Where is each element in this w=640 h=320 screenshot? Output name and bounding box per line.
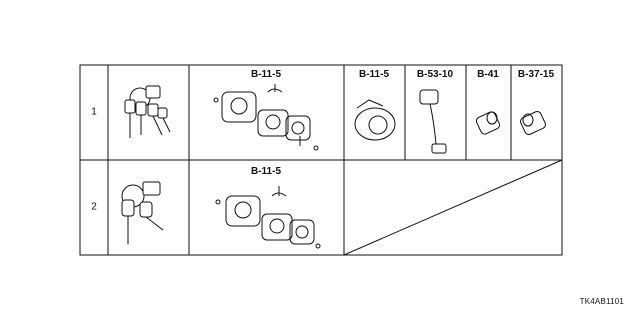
- cylinder-set-illustration-row1: [213, 84, 319, 151]
- row-number-1: 1: [91, 106, 97, 118]
- cylinder-set-illustration-row2: [215, 186, 321, 249]
- key-set-illustration-row1: [124, 85, 171, 138]
- lock-cylinder-illustration: [520, 111, 546, 135]
- cylinder-plug-illustration: [475, 111, 501, 135]
- switch-illustration: [354, 99, 396, 141]
- part-code-label: B-11-5: [250, 166, 282, 177]
- part-code-label: B-41: [477, 69, 499, 80]
- part-code-label: B-37-15: [517, 69, 555, 80]
- sensor-harness-illustration: [419, 89, 447, 154]
- part-code-label: B-53-10: [416, 69, 454, 80]
- part-code-label: B-11-5: [250, 69, 282, 80]
- part-code-label: B-11-5: [358, 69, 390, 80]
- row-number-2: 2: [91, 201, 97, 213]
- key-set-illustration-row2: [121, 181, 164, 244]
- diagram-code: TK4AB1101: [579, 297, 624, 306]
- not-applicable-diagonal: [343, 159, 563, 256]
